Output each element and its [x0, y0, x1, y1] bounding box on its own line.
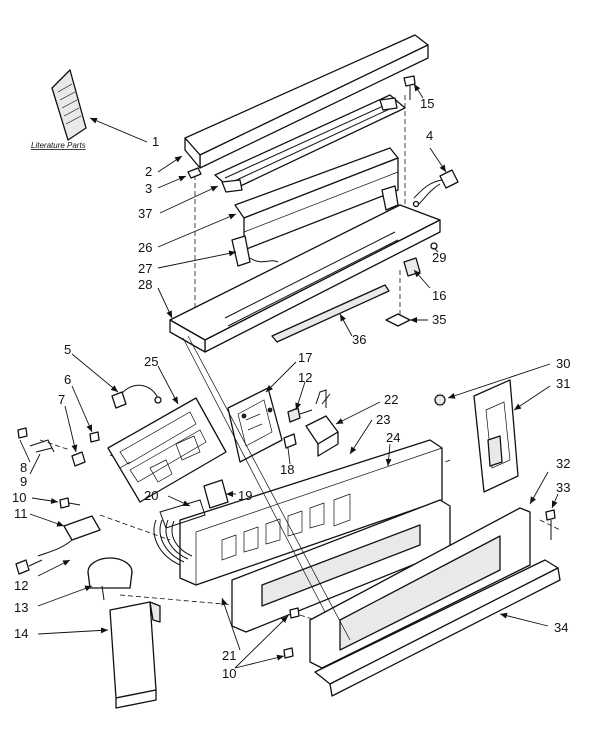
control-panel — [179, 439, 443, 586]
callout-35: 35 — [432, 312, 446, 327]
callout-12-lower: 12 — [14, 578, 28, 593]
literature-label: Literature Parts — [31, 141, 86, 150]
bracket-19 — [203, 479, 229, 509]
part-8-9 — [17, 427, 55, 453]
sensor-5 — [111, 384, 162, 409]
end-cap-right — [473, 379, 519, 493]
screw-10-lower — [283, 607, 300, 659]
callout-9: 9 — [20, 474, 27, 489]
callout-17: 17 — [298, 350, 312, 365]
literature-sheet — [51, 69, 87, 141]
callout-3: 3 — [145, 181, 152, 196]
bottom-strip-34 — [314, 559, 561, 697]
callout-12-top: 12 — [298, 370, 312, 385]
callout-10-bottom: 10 — [222, 666, 236, 681]
end-cap-left — [109, 601, 161, 709]
callout-23: 23 — [376, 412, 390, 427]
control-board — [227, 387, 283, 463]
callout-27: 27 — [138, 261, 152, 276]
callout-31: 31 — [556, 376, 570, 391]
callout-20: 20 — [144, 488, 158, 503]
callout-34: 34 — [554, 620, 568, 635]
screw-15 — [403, 75, 416, 100]
grille-channel — [214, 94, 406, 193]
callout-16: 16 — [432, 288, 446, 303]
callout-11: 11 — [14, 506, 28, 521]
callout-19: 19 — [238, 488, 252, 503]
callout-30: 30 — [556, 356, 570, 371]
callout-8: 8 — [20, 460, 27, 475]
callout-numbers: 1 2 3 37 26 27 28 15 4 29 16 35 36 5 25 … — [12, 96, 570, 681]
motor-13 — [87, 557, 133, 601]
callout-5: 5 — [64, 342, 71, 357]
leader-lines — [19, 83, 559, 669]
callout-26: 26 — [138, 240, 152, 255]
callout-29: 29 — [432, 250, 446, 265]
clip-3 — [187, 167, 202, 179]
switch-4 — [412, 169, 459, 208]
callout-33: 33 — [556, 480, 570, 495]
callout-7: 7 — [58, 392, 65, 407]
part-29 — [430, 242, 438, 250]
connector-18 — [283, 433, 297, 449]
callout-28: 28 — [138, 277, 152, 292]
base-tray — [169, 204, 441, 353]
callout-15: 15 — [420, 96, 434, 111]
callout-10-left: 10 — [12, 490, 26, 505]
heater-strip — [271, 284, 390, 343]
callout-2: 2 — [145, 164, 152, 179]
callout-36: 36 — [352, 332, 366, 347]
circuit-board — [107, 397, 227, 503]
screw-6 — [89, 431, 100, 443]
screw-10 — [59, 497, 81, 509]
relay-22 — [305, 389, 339, 457]
connector-12-lower — [15, 559, 43, 575]
callout-18: 18 — [280, 462, 294, 477]
callout-32: 32 — [556, 456, 570, 471]
callout-14: 14 — [14, 626, 28, 641]
callout-21: 21 — [222, 648, 236, 663]
callout-22: 22 — [384, 392, 398, 407]
callout-13: 13 — [14, 600, 28, 615]
part-7 — [71, 451, 86, 467]
callout-25: 25 — [144, 354, 158, 369]
front-panel-32 — [309, 507, 531, 669]
top-cover — [184, 34, 429, 169]
heater-reflector — [231, 147, 399, 267]
knob-30 — [434, 394, 446, 406]
callout-37: 37 — [138, 206, 152, 221]
connector-12 — [287, 407, 313, 423]
callout-4: 4 — [426, 128, 433, 143]
pad-35 — [385, 313, 411, 327]
part-16 — [403, 257, 421, 277]
callout-24: 24 — [386, 430, 400, 445]
callout-6: 6 — [64, 372, 71, 387]
callout-1: 1 — [152, 134, 159, 149]
screw-33 — [545, 509, 556, 540]
terminal-block-11 — [37, 515, 101, 557]
